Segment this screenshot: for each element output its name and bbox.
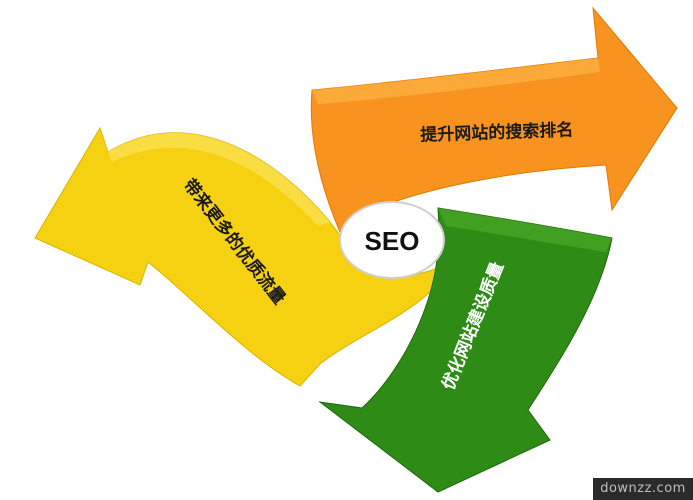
arrow-orange-shape [310, 6, 678, 234]
arrow-orange: 提升网站的搜索排名 [310, 6, 678, 234]
arrow-yellow-highlight [100, 128, 330, 226]
center-label: SEO [365, 226, 420, 256]
arrow-green-highlight [438, 208, 612, 252]
arrow-yellow: 带来更多的优质流量 [34, 126, 439, 387]
watermark: downzz.com [593, 478, 693, 500]
center-node: SEO [339, 201, 445, 279]
arrow-green: 优化网站建设质量 [318, 207, 613, 493]
center-ellipse [339, 201, 445, 279]
arrow-orange-highlight [312, 58, 600, 104]
